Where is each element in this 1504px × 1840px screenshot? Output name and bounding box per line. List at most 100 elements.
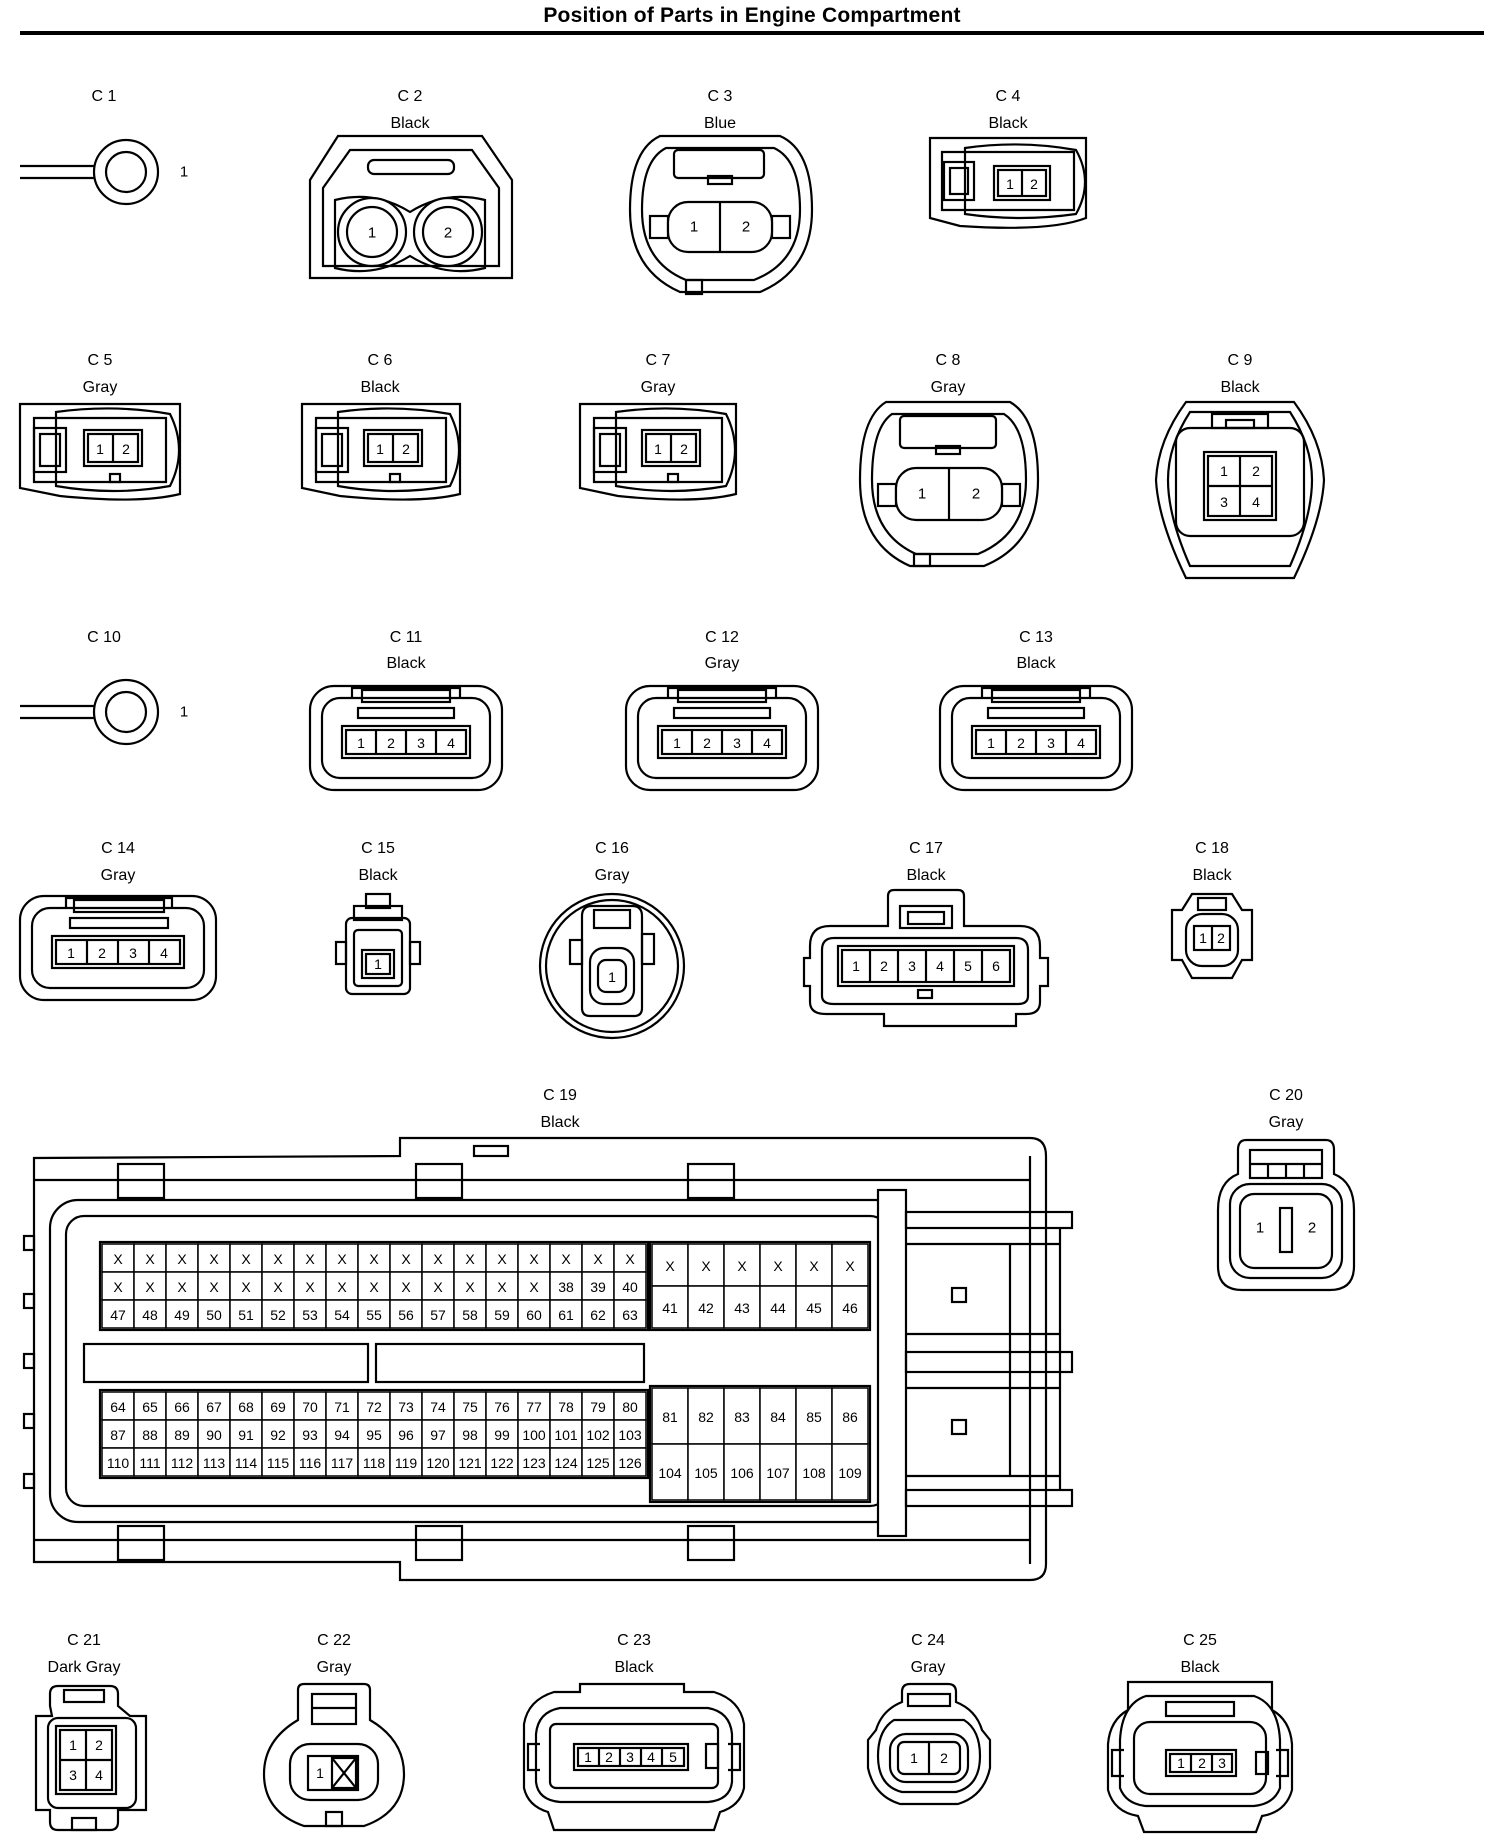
connector-c19[interactable]: C 19 Black <box>22 1087 1074 1582</box>
connector-c20[interactable]: C 20 Gray 1 2 <box>1216 1087 1356 1292</box>
connector-c6[interactable]: C 6 Black 1 2 <box>300 352 462 501</box>
c19-pin-label: X <box>145 1279 155 1295</box>
connector-c16[interactable]: C 16 Gray 1 <box>538 840 686 1040</box>
connector-c24-color: Gray <box>911 1659 946 1676</box>
connector-c4-color: Black <box>988 115 1028 132</box>
connector-c17[interactable]: C 17 Black 1 2 3 4 5 6 <box>802 840 1050 1028</box>
c19-pin-label: 124 <box>554 1455 578 1471</box>
connector-c13-pin-1: 1 <box>987 735 995 751</box>
connector-c22[interactable]: C 22 Gray 1 <box>262 1632 406 1828</box>
connector-c23-color: Black <box>614 1659 654 1676</box>
c19-pin-label: 39 <box>590 1279 606 1295</box>
connector-c9-pin-3: 3 <box>1220 494 1228 510</box>
connector-c5[interactable]: C 5 Gray 1 2 <box>18 352 182 501</box>
c19-pin-cell <box>759 1443 797 1501</box>
c19-pin-cell <box>485 1271 519 1301</box>
c19-pin-cell <box>197 1391 231 1421</box>
connector-c11-pin-1: 1 <box>357 735 365 751</box>
c19-pin-label: 122 <box>490 1455 514 1471</box>
connector-c1[interactable]: C 1 1 <box>20 88 188 206</box>
c19-pin-label: X <box>369 1279 379 1295</box>
connector-c22-id: C 22 <box>317 1632 351 1649</box>
c19-pin-label: 113 <box>203 1455 226 1471</box>
c19-pin-cell <box>325 1243 359 1273</box>
c19-pin-label: 49 <box>174 1307 190 1323</box>
connector-c21-pin-1: 1 <box>69 1737 77 1753</box>
c19-pin-cell <box>651 1285 689 1329</box>
connector-c17-pin-3: 3 <box>908 958 916 974</box>
connector-c2[interactable]: C 2 Black 1 2 <box>308 88 514 280</box>
c19-pin-label: 62 <box>590 1307 606 1323</box>
connector-c8[interactable]: C 8 Gray 1 2 <box>858 352 1040 568</box>
connector-c23[interactable]: C 23 Black 1 2 3 4 5 <box>522 1632 746 1832</box>
c19-pin-label: 44 <box>770 1300 786 1316</box>
c19-pin-cell <box>133 1299 167 1329</box>
c19-pin-label: 38 <box>558 1279 574 1295</box>
connector-c13[interactable]: C 13 Black 1 2 3 4 <box>938 629 1134 792</box>
connector-c18-id: C 18 <box>1195 840 1229 857</box>
connector-c8-id: C 8 <box>936 352 961 369</box>
connector-c25-pin-3: 3 <box>1218 1755 1226 1771</box>
connector-c17-pin-1: 1 <box>852 958 860 974</box>
c19-pin-label: 112 <box>171 1455 194 1471</box>
connector-c15-color: Black <box>358 867 398 884</box>
c19-pin-label: X <box>305 1251 315 1267</box>
connector-c8-pin-2: 2 <box>972 486 980 503</box>
c19-pin-label: 55 <box>366 1307 382 1323</box>
connector-c24-pin-1: 1 <box>910 1750 918 1766</box>
connector-c25[interactable]: C 25 Black 1 2 3 <box>1106 1632 1294 1834</box>
c19-pin-label: X <box>529 1251 539 1267</box>
connector-c21[interactable]: C 21 Dark Gray 1 2 3 4 <box>34 1632 148 1832</box>
c19-pin-label: X <box>401 1251 411 1267</box>
c19-pin-label: 43 <box>734 1300 750 1316</box>
connector-c22-pin-1: 1 <box>316 1765 324 1781</box>
c19-pin-cell <box>613 1299 647 1329</box>
connector-c8-color: Gray <box>931 379 966 396</box>
connector-c12[interactable]: C 12 Gray 1 2 3 4 <box>624 629 820 792</box>
c19-pin-label: 69 <box>270 1399 286 1415</box>
connector-c14[interactable]: C 14 Gray 1 2 3 4 <box>18 840 218 1002</box>
connector-c16-pin-1: 1 <box>608 969 616 985</box>
c19-pin-label: X <box>433 1279 443 1295</box>
c19-pin-cell <box>133 1419 167 1449</box>
connector-c18-pin-1: 1 <box>1199 930 1207 946</box>
c19-pin-label: 115 <box>267 1455 290 1471</box>
c19-pin-cell <box>581 1419 615 1449</box>
c19-pin-label: 66 <box>174 1399 190 1415</box>
connector-c23-pin-5: 5 <box>669 1749 677 1765</box>
c19-pin-cell <box>133 1271 167 1301</box>
c19-pin-cell <box>389 1447 423 1477</box>
c19-pin-label: 121 <box>458 1455 482 1471</box>
connector-c23-id: C 23 <box>617 1632 651 1649</box>
c19-pin-label: 94 <box>334 1427 350 1443</box>
connector-c3-color: Blue <box>704 115 736 132</box>
c19-pin-cell <box>421 1447 455 1477</box>
connector-c24[interactable]: C 24 Gray 1 2 <box>866 1632 992 1806</box>
connector-c11[interactable]: C 11 Black 1 2 3 4 <box>308 629 504 792</box>
c19-pin-label: 99 <box>494 1427 510 1443</box>
connector-c7[interactable]: C 7 Gray 1 2 <box>578 352 738 501</box>
connector-c18[interactable]: C 18 Black 1 2 <box>1170 840 1254 980</box>
c19-pin-label: 106 <box>730 1465 754 1481</box>
c19-pin-label: 81 <box>662 1409 678 1425</box>
connector-c10[interactable]: C 10 1 <box>20 629 188 746</box>
c19-right-top-frame <box>648 1240 872 1332</box>
c19-pin-label: 104 <box>658 1465 682 1481</box>
connector-c12-id: C 12 <box>705 629 739 646</box>
c19-pin-cell <box>795 1387 833 1445</box>
connector-c15[interactable]: C 15 Black 1 <box>334 840 422 996</box>
c19-pin-cell <box>795 1285 833 1329</box>
connector-c4[interactable]: C 4 Black 1 2 <box>928 88 1088 229</box>
c19-pin-label: X <box>465 1279 475 1295</box>
connector-c15-id: C 15 <box>361 840 395 857</box>
connector-c13-pin-3: 3 <box>1047 735 1055 751</box>
connector-c3[interactable]: C 3 Blue 1 2 <box>628 88 814 296</box>
connector-c9[interactable]: C 9 Black 1 2 3 4 <box>1154 352 1326 580</box>
c19-pin-label: X <box>529 1279 539 1295</box>
c19-pin-label: X <box>737 1258 747 1274</box>
c19-pin-label: X <box>241 1279 251 1295</box>
connector-c4-pin-2: 2 <box>1030 176 1038 192</box>
c19-pin-cell <box>453 1271 487 1301</box>
c19-pin-label: 98 <box>462 1427 478 1443</box>
